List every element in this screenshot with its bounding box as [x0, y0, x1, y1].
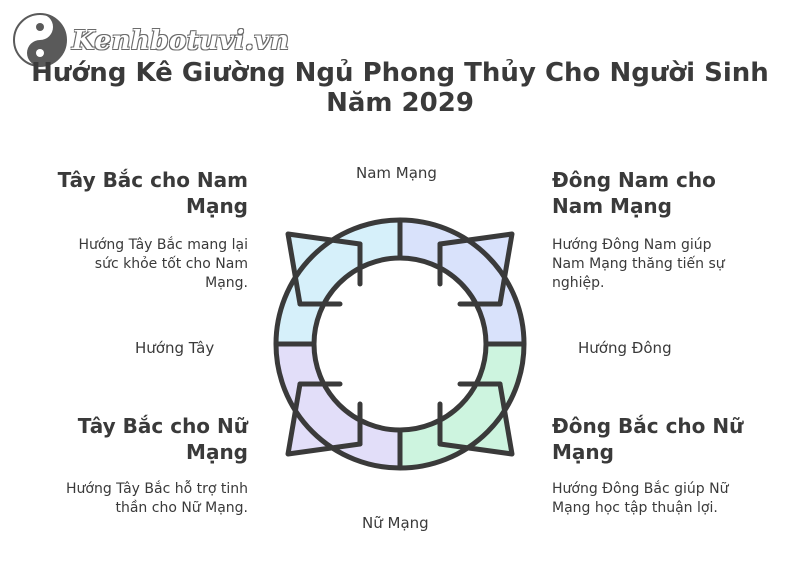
panel-top-right-description: Hướng Đông Nam giúp Nam Mạng thăng tiến …: [552, 236, 787, 293]
description-line: Mạng học tập thuận lợi.: [552, 500, 718, 516]
description-line: Hướng Đông Nam giúp: [552, 237, 712, 253]
panel-top-right-heading: Đông Nam cho Nam Mạng: [552, 167, 782, 219]
panel-top-left-heading: Tây Bắc cho Nam Mạng: [20, 167, 248, 219]
description-line: Mạng.: [205, 275, 248, 291]
arrow-northeast-icon: [440, 234, 512, 304]
heading-line: Mạng: [186, 440, 248, 464]
panel-bottom-left-description: Hướng Tây Bắc hỗ trợ tinh thần cho Nữ Mạ…: [20, 480, 248, 518]
heading-line: Mạng: [552, 440, 614, 464]
direction-right-label: Hướng Đông: [578, 339, 672, 357]
arrow-southeast-icon: [440, 384, 512, 454]
description-line: nghiệp.: [552, 275, 605, 291]
cycle-diagram: [273, 217, 527, 471]
description-line: Hướng Tây Bắc mang lại: [78, 237, 248, 253]
description-line: Nam Mạng thăng tiến sự: [552, 256, 725, 272]
direction-top-label: Nam Mạng: [356, 164, 437, 182]
panel-bottom-right-heading: Đông Bắc cho Nữ Mạng: [552, 413, 782, 465]
description-line: Hướng Đông Bắc giúp Nữ: [552, 481, 729, 497]
heading-line: Mạng: [186, 194, 248, 218]
watermark-text: Kenhbotuvi.vn: [72, 26, 290, 56]
yin-yang-icon: [13, 13, 67, 67]
heading-line: Đông Nam cho: [552, 168, 716, 192]
panel-bottom-right-description: Hướng Đông Bắc giúp Nữ Mạng học tập thuậ…: [552, 480, 787, 518]
direction-bottom-label: Nữ Mạng: [362, 514, 429, 532]
heading-line: Nam Mạng: [552, 194, 672, 218]
arrow-northwest-icon: [288, 234, 360, 304]
description-line: Hướng Tây Bắc hỗ trợ tinh: [65, 481, 248, 497]
title-line-2: Năm 2029: [326, 88, 474, 118]
heading-line: Đông Bắc cho Nữ: [552, 414, 744, 438]
site-logo: Kenhbotuvi.vn: [8, 8, 308, 72]
panel-top-left-description: Hướng Tây Bắc mang lại sức khỏe tốt cho …: [20, 236, 248, 293]
arrow-southwest-icon: [288, 384, 360, 454]
panel-bottom-left-heading: Tây Bắc cho Nữ Mạng: [20, 413, 248, 465]
description-line: thần cho Nữ Mạng.: [115, 500, 248, 516]
description-line: sức khỏe tốt cho Nam: [94, 256, 248, 272]
diagram-title: Hướng Kê Giường Ngủ Phong Thủy Cho Người…: [0, 58, 800, 118]
title-line-1: Hướng Kê Giường Ngủ Phong Thủy Cho Người…: [31, 58, 769, 88]
heading-line: Tây Bắc cho Nam: [57, 168, 248, 192]
direction-left-label: Hướng Tây: [135, 339, 215, 357]
heading-line: Tây Bắc cho Nữ: [77, 414, 248, 438]
